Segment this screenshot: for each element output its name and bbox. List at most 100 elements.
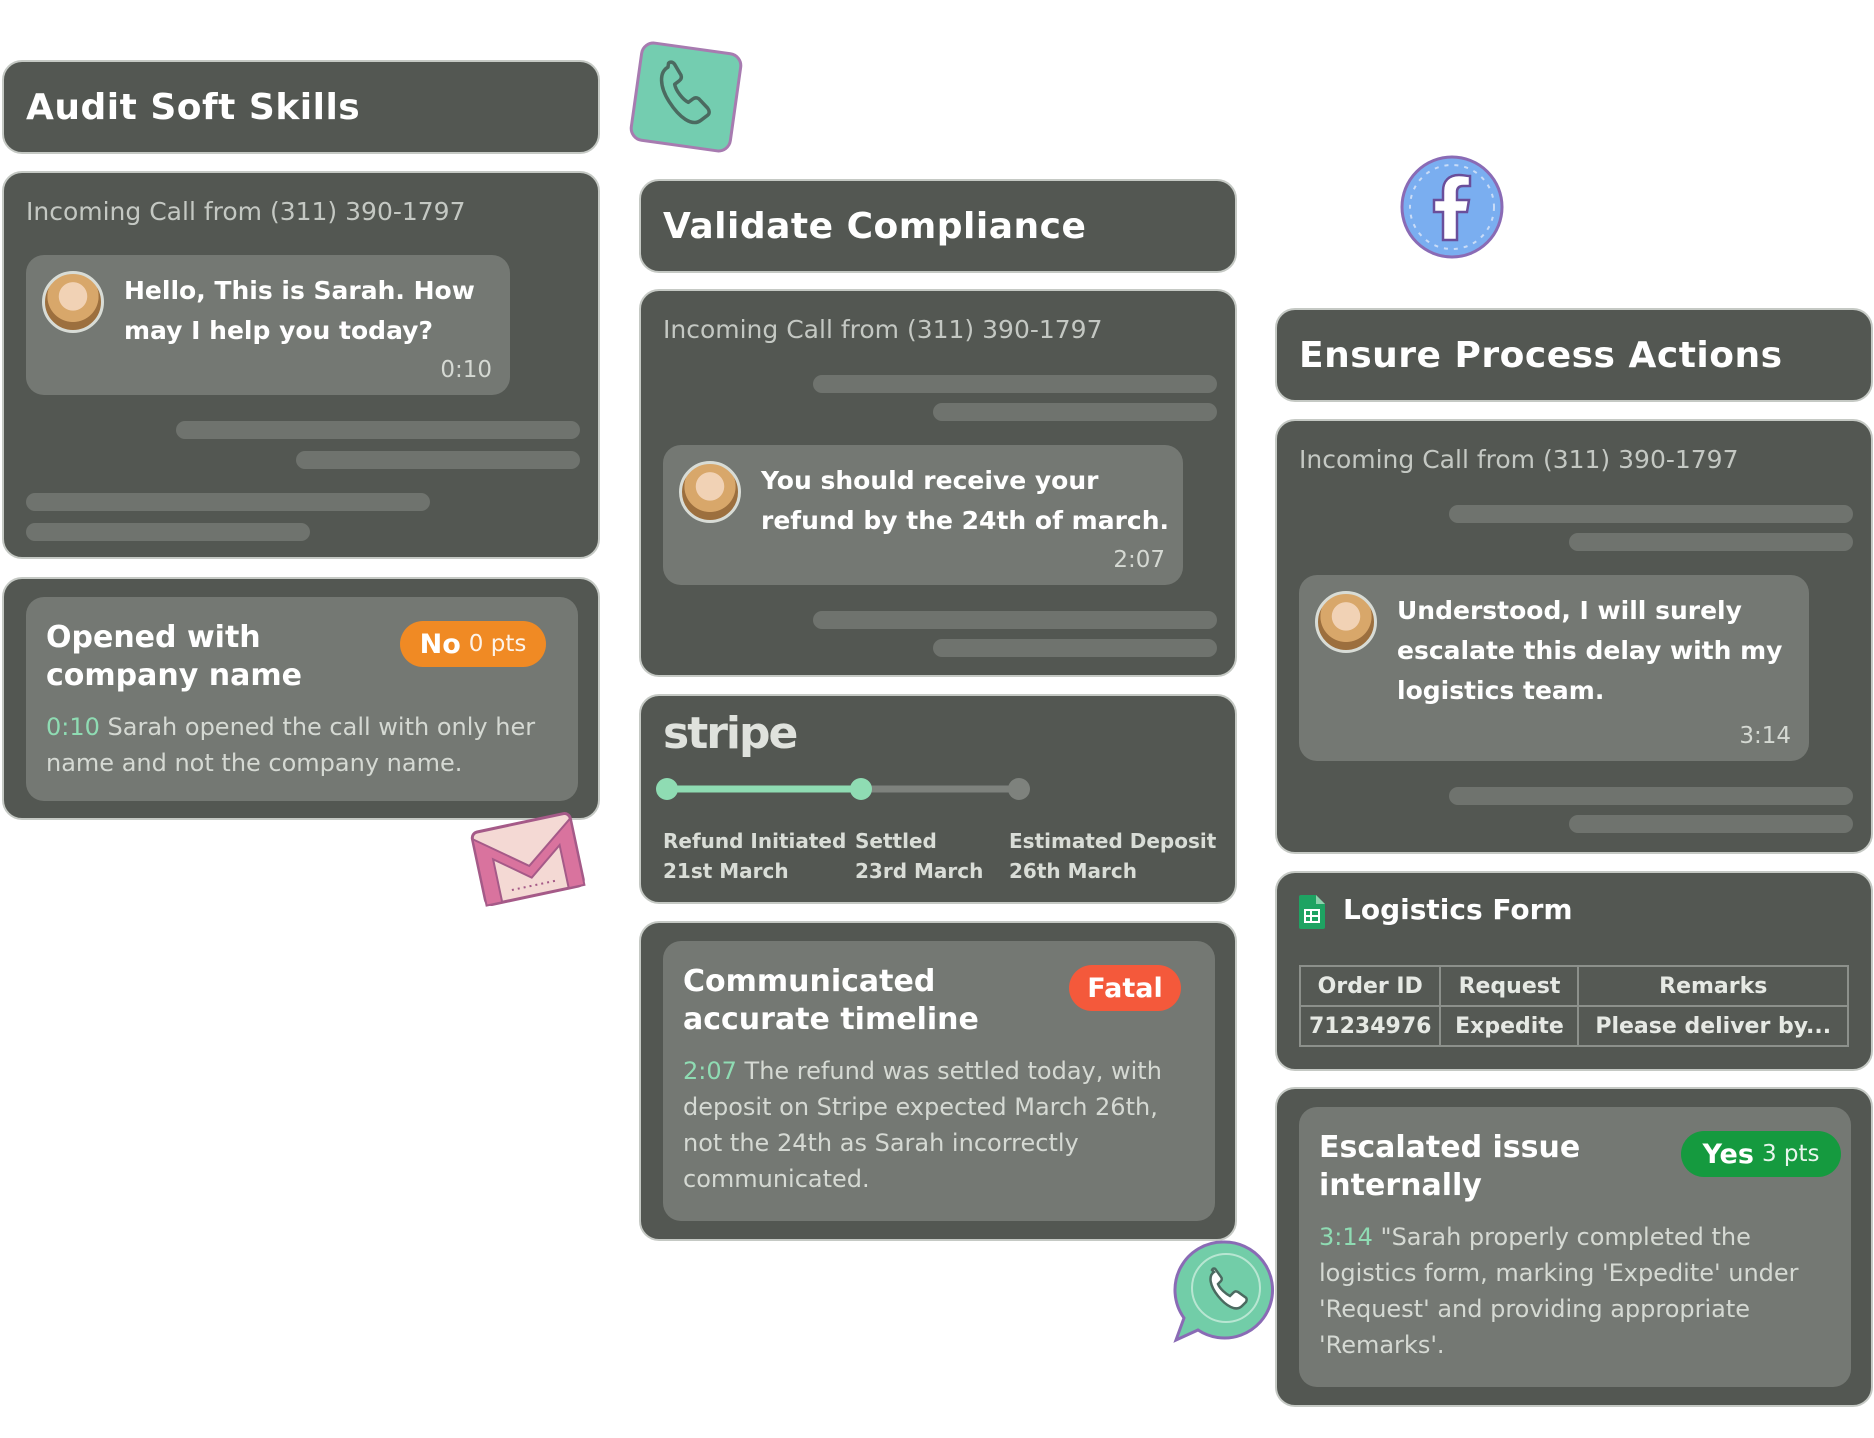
timestamp: 2:07 (683, 1057, 737, 1085)
validate-title: Validate Compliance (663, 205, 1087, 247)
google-sheets-icon (1299, 895, 1325, 929)
ensure-result-desc: 3:14 "Sarah properly completed the logis… (1319, 1219, 1843, 1363)
validate-desc-line2: deposit on Stripe expected March 26th, (683, 1093, 1158, 1121)
audit-result-title-line2: company name (46, 658, 302, 693)
placeholder-bar (26, 493, 430, 511)
validate-bubble-line1: You should receive your (761, 466, 1099, 495)
validate-result-desc: 2:07 The refund was settled today, with … (683, 1053, 1207, 1197)
step-date: 26th March (1009, 859, 1137, 883)
ensure-message-bubble: Understood, I will surely escalate this … (1299, 575, 1809, 761)
placeholder-bar (176, 421, 580, 439)
audit-bubble-line2: may I help you today? (124, 316, 433, 345)
table-row: 71234976 Expedite Please deliver by... (1298, 1005, 1849, 1047)
validate-desc-line3: not the 24th as Sarah incorrectly (683, 1129, 1079, 1157)
ensure-desc-line3: 'Request' and providing appropriate (1319, 1295, 1751, 1323)
audit-result-card: Opened with company name No 0 pts 0:10 S… (26, 597, 578, 801)
progress-step-dot (850, 778, 872, 800)
validate-desc-line1: The refund was settled today, with (736, 1057, 1162, 1085)
logistics-form-panel: Logistics Form Order ID Request Remarks … (1275, 871, 1873, 1071)
whatsapp-icon (1173, 1240, 1274, 1343)
audit-result-desc: 0:10 Sarah opened the call with only her… (46, 709, 566, 781)
ensure-result-title-line2: internally (1319, 1168, 1482, 1203)
stripe-panel: stripe Refund Initiated 21st March Settl… (639, 694, 1237, 904)
validate-message-bubble: You should receive your refund by the 24… (663, 445, 1183, 585)
validate-call-panel: Incoming Call from (311) 390-1797 You sh… (639, 289, 1237, 677)
placeholder-bar (933, 639, 1217, 657)
ensure-title: Ensure Process Actions (1299, 334, 1783, 376)
ensure-bubble-line3: logistics team. (1397, 676, 1605, 705)
logistics-form-title: Logistics Form (1343, 893, 1573, 926)
agent-avatar (42, 271, 104, 333)
placeholder-bar (813, 375, 1217, 393)
step-label: Settled (855, 829, 937, 853)
stripe-logo: stripe (663, 708, 798, 759)
ensure-bubble-line2: escalate this delay with my (1397, 636, 1783, 665)
status-badge-fatal: Fatal (1069, 965, 1181, 1011)
validate-result-title-line2: accurate timeline (683, 1002, 979, 1037)
ensure-call-header: Incoming Call from (311) 390-1797 (1299, 445, 1739, 474)
validate-title-panel: Validate Compliance (639, 179, 1237, 273)
ensure-bubble-time: 3:14 (1739, 723, 1791, 749)
cell-remarks: Please deliver by... (1577, 1005, 1849, 1047)
audit-call-panel: Incoming Call from (311) 390-1797 Hello,… (2, 171, 600, 559)
audit-result-title: Opened with company name (46, 619, 302, 695)
agent-avatar (1315, 591, 1377, 653)
validate-bubble-time: 2:07 (1113, 547, 1165, 573)
validate-result-title: Communicated accurate timeline (683, 963, 979, 1039)
phone-icon (629, 41, 743, 153)
placeholder-bar (1449, 787, 1853, 805)
validate-bubble-text: You should receive your refund by the 24… (761, 461, 1169, 541)
step-settled: Settled 23rd March (855, 826, 983, 886)
cell-order-id: 71234976 (1298, 1005, 1442, 1047)
step-date: 21st March (663, 859, 789, 883)
ensure-bubble-text: Understood, I will surely escalate this … (1397, 591, 1782, 711)
ensure-desc-line1: "Sarah properly completed the (1372, 1223, 1751, 1251)
placeholder-bar (296, 451, 580, 469)
ensure-result-card: Escalated issue internally Yes 3 pts 3:1… (1299, 1107, 1851, 1387)
badge-label: Yes (1702, 1138, 1754, 1170)
placeholder-bar (26, 523, 310, 541)
validate-result-panel: Communicated accurate timeline Fatal 2:0… (639, 921, 1237, 1241)
facebook-icon (1400, 155, 1504, 259)
audit-title-panel: Audit Soft Skills (2, 60, 600, 154)
gmail-icon (470, 812, 586, 907)
ensure-bubble-line1: Understood, I will surely (1397, 596, 1742, 625)
validate-result-card: Communicated accurate timeline Fatal 2:0… (663, 941, 1215, 1221)
table-header-row: Order ID Request Remarks (1298, 965, 1849, 1007)
timestamp: 3:14 (1319, 1223, 1373, 1251)
placeholder-bar (1449, 505, 1853, 523)
placeholder-bar (813, 611, 1217, 629)
audit-result-title-line1: Opened with (46, 620, 261, 655)
progress-step-dot (1008, 778, 1030, 800)
step-date: 23rd March (855, 859, 984, 883)
badge-label: No (419, 628, 461, 660)
validate-desc-line4: communicated. (683, 1165, 870, 1193)
badge-label: Fatal (1087, 972, 1163, 1004)
ensure-call-panel: Incoming Call from (311) 390-1797 Unders… (1275, 419, 1873, 854)
step-label: Estimated Deposit (1009, 829, 1217, 853)
col-header-request: Request (1439, 965, 1580, 1007)
placeholder-bar (933, 403, 1217, 421)
cell-request: Expedite (1439, 1005, 1580, 1047)
logistics-form-table: Order ID Request Remarks 71234976 Expedi… (1298, 965, 1849, 1047)
badge-pts: 3 pts (1761, 1141, 1820, 1167)
refund-progress-track (656, 778, 1030, 800)
step-estimated-deposit: Estimated Deposit 26th March (1009, 826, 1216, 886)
audit-call-header: Incoming Call from (311) 390-1797 (26, 197, 466, 226)
step-label: Refund Initiated (663, 829, 847, 853)
ensure-result-panel: Escalated issue internally Yes 3 pts 3:1… (1275, 1087, 1873, 1407)
audit-desc-line2: name and not the company name. (46, 749, 463, 777)
audit-result-panel: Opened with company name No 0 pts 0:10 S… (2, 577, 600, 820)
audit-message-bubble: Hello, This is Sarah. How may I help you… (26, 255, 510, 395)
validate-call-header: Incoming Call from (311) 390-1797 (663, 315, 1103, 344)
status-badge-yes: Yes 3 pts (1681, 1131, 1841, 1177)
validate-result-title-line1: Communicated (683, 964, 936, 999)
status-badge-no: No 0 pts (400, 621, 546, 667)
step-refund-initiated: Refund Initiated 21st March (663, 826, 846, 886)
ensure-desc-line4: 'Remarks'. (1319, 1331, 1445, 1359)
badge-pts: 0 pts (468, 631, 527, 657)
col-header-remarks: Remarks (1577, 965, 1849, 1007)
ensure-result-title: Escalated issue internally (1319, 1129, 1580, 1205)
audit-bubble-line1: Hello, This is Sarah. How (124, 276, 475, 305)
audit-bubble-time: 0:10 (440, 357, 492, 383)
